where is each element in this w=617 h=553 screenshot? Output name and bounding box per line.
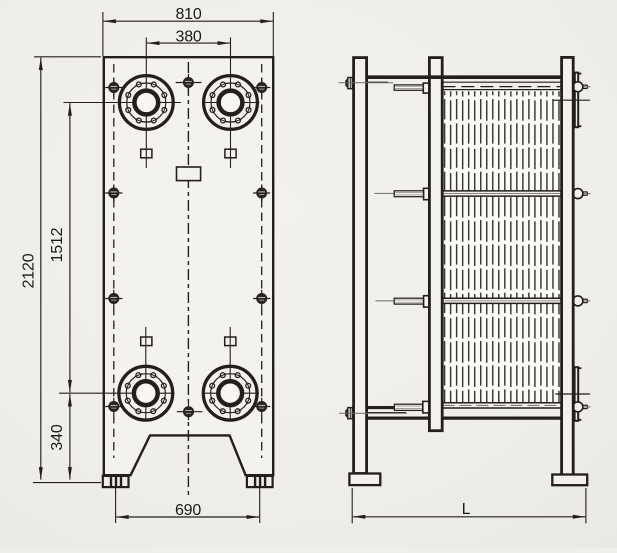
svg-text:L: L — [462, 501, 471, 518]
svg-text:810: 810 — [175, 6, 201, 23]
svg-text:340: 340 — [49, 424, 66, 450]
svg-text:380: 380 — [176, 28, 202, 45]
svg-text:2120: 2120 — [21, 253, 38, 288]
svg-text:690: 690 — [175, 502, 201, 519]
svg-text:1512: 1512 — [49, 227, 66, 262]
